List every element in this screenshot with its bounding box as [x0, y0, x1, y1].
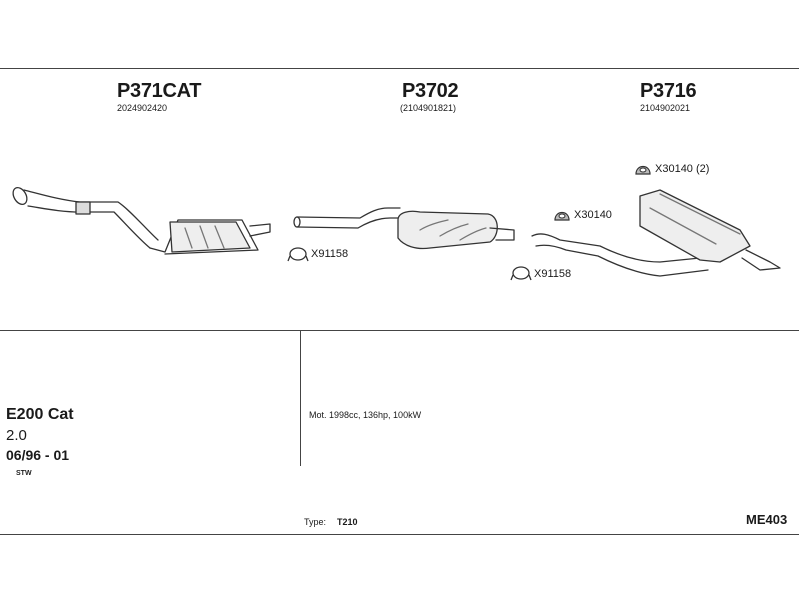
- middle-silencer-drawing: [293, 207, 515, 250]
- part-number-p3716: 2104902021: [640, 103, 691, 113]
- vehicle-years: 06/96 - 01: [6, 447, 70, 463]
- part-code-p3702: P3702: [402, 80, 459, 102]
- part-number-p371cat: 2024902420: [117, 103, 168, 113]
- clamp-label-2: X91158: [534, 268, 572, 280]
- diagram-frame: [0, 68, 799, 535]
- vehicle-engine: 2.0: [6, 427, 27, 444]
- rear-silencer-drawing: [531, 189, 781, 277]
- type-value: T210: [337, 517, 358, 527]
- vehicle-body-type: STW: [16, 470, 32, 477]
- info-column-divider: [300, 330, 301, 466]
- part-code-p371cat: P371CAT: [117, 80, 202, 102]
- exhaust-diagram: [12, 186, 781, 277]
- clamp-icon: [287, 247, 309, 262]
- rubber-mount-label-2: X30140 (2): [655, 163, 710, 175]
- rubber-mount-icon: [554, 211, 570, 221]
- clamp-label-1: X91158: [311, 248, 349, 260]
- clamp-icon: [510, 266, 532, 281]
- catalytic-converter-drawing: [12, 186, 271, 255]
- rubber-mount-label-1: X30140: [574, 209, 612, 221]
- part-number-p3702: (2104901821): [400, 103, 457, 113]
- part-code-p3716: P3716: [640, 80, 697, 102]
- vehicle-model: E200 Cat: [6, 406, 74, 423]
- type-label: Type:: [304, 517, 327, 527]
- rubber-mount-icon: [635, 165, 651, 175]
- info-divider: [0, 330, 799, 331]
- motor-spec: Mot. 1998cc, 136hp, 100kW: [309, 410, 422, 420]
- diagram-id: ME403: [746, 512, 788, 527]
